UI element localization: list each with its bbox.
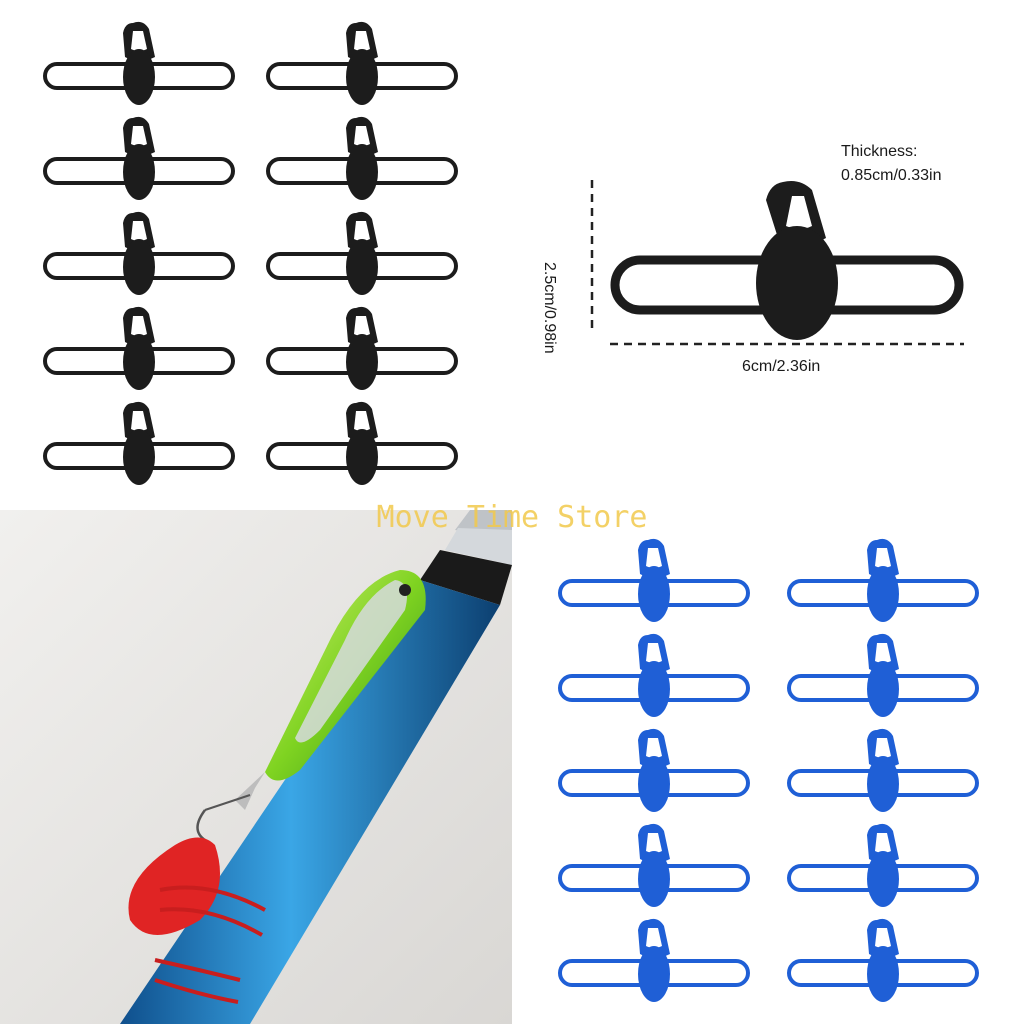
black-holder-4 [266,116,458,200]
blue-holder-1 [558,538,750,622]
blue-holder-7 [558,823,750,907]
black-holders-svg [43,21,458,485]
blue-holder-6 [787,728,979,812]
product-photo [0,510,512,1024]
black-holder-7 [43,306,235,390]
blue-holder-5 [558,728,750,812]
blue-holder-3 [558,633,750,717]
thickness-value: 0.85cm/0.33in [841,167,942,184]
thickness-title: Thickness: [841,143,918,160]
black-holders-grid [0,0,512,505]
blue-holders-grid [512,510,1024,1024]
black-holder-2 [266,21,458,105]
black-holder-3 [43,116,235,200]
blue-holder-4 [787,633,979,717]
red-holder [128,837,266,1004]
width-label: 6cm/2.36in [742,358,821,375]
dimension-svg [590,180,964,346]
blue-holder-9 [558,918,750,1002]
black-holder-9 [43,401,235,485]
rod-photo-svg [0,510,512,1024]
large-holder [610,181,964,340]
black-holder-8 [266,306,458,390]
black-holder-6 [266,211,458,295]
black-holder-1 [43,21,235,105]
blue-holders-svg [558,538,979,1002]
black-holder-5 [43,211,235,295]
rod-ferrule [420,550,512,605]
blue-holder-2 [787,538,979,622]
blue-holder-10 [787,918,979,1002]
height-label: 2.5cm/0.98in [541,262,558,354]
fishing-lure [196,570,426,842]
blue-holder-8 [787,823,979,907]
black-holder-10 [266,401,458,485]
dimension-diagram: Thickness: 0.85cm/0.33in 6cm/2.36in 2.5c… [512,0,1024,505]
